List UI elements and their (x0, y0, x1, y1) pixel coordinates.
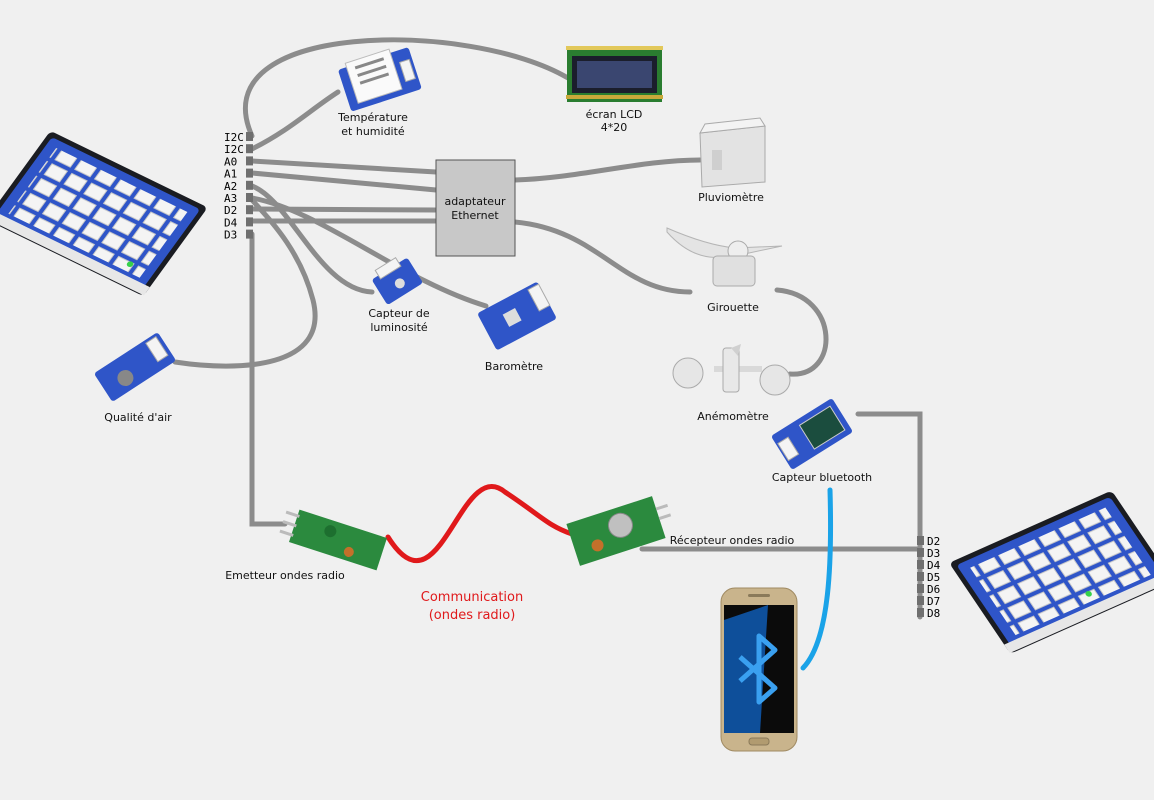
temp-humidity-sensor (338, 47, 422, 111)
left-pin-label-terminal-1 (246, 144, 253, 154)
right-pin-label-terminal-4 (917, 584, 924, 593)
left-base-shield (0, 132, 206, 296)
wire-a0-ethernet (249, 158, 439, 175)
right-pin-label-terminal-3 (917, 572, 924, 581)
light-sensor (372, 256, 423, 305)
right-base-shield (951, 492, 1154, 653)
barometer-label: Baromètre (485, 360, 543, 373)
communication-label-1: Communication (421, 590, 523, 605)
lcd-screen (566, 46, 663, 102)
left-pin-label-5: A3 (224, 192, 237, 205)
left-pin-label-7: D4 (224, 216, 238, 229)
bluetooth-label: Capteur bluetooth (772, 471, 872, 484)
radio-receiver (566, 496, 672, 566)
wire-temp-humidity (249, 89, 341, 152)
wind-vane-label: Girouette (707, 301, 759, 314)
wire-air-quality (172, 197, 318, 369)
left-pin-label-1: I2C (224, 143, 244, 156)
wire-barometer (249, 195, 489, 309)
right-pin-label-5: D7 (927, 595, 940, 608)
left-pin-label-terminal-7 (246, 217, 253, 227)
left-pin-label-terminal-4 (246, 180, 253, 190)
right-pin-label-terminal-0 (917, 536, 924, 545)
rain-gauge-label: Pluviomètre (698, 191, 764, 204)
bluetooth-link (800, 487, 834, 671)
wire-vane-anemometer (774, 287, 829, 377)
left-pin-label-2: A0 (224, 155, 237, 168)
bluetooth-icon (738, 633, 778, 705)
left-pin-label-6: D2 (224, 204, 237, 217)
wire-light (249, 183, 375, 295)
ethernet-adapter: adaptateur Ethernet (435, 159, 516, 257)
right-pin-label-4: D6 (927, 583, 940, 596)
wind-vane (666, 227, 783, 287)
anemometer (672, 344, 791, 396)
wire-a1-ethernet (249, 170, 439, 193)
communication-label-2: (ondes radio) (429, 608, 516, 623)
light-sensor-label-1: Capteur de (368, 307, 429, 320)
left-pin-label-8: D3 (224, 229, 237, 242)
right-pin-label-3: D5 (927, 571, 940, 584)
left-pin-label-terminal-6 (246, 205, 253, 215)
right-pin-label-terminal-5 (917, 596, 924, 605)
right-pin-label-terminal-1 (917, 548, 924, 557)
bluetooth-module (772, 399, 852, 469)
radio-emitter (279, 509, 388, 571)
radio-link (385, 484, 575, 564)
radio-receiver-label: Récepteur ondes radio (670, 534, 795, 547)
wire-d3-emitter (249, 231, 288, 527)
wire-ethernet-vane (512, 219, 693, 295)
right-pin-label-2: D4 (927, 559, 941, 572)
radio-emitter-label: Emetteur ondes radio (225, 569, 345, 582)
wire-bluetooth (855, 411, 923, 620)
anemometer-label: Anémomètre (697, 410, 769, 423)
lcd-label-1: écran LCD (586, 108, 643, 121)
left-pin-label-0: I2C (224, 131, 244, 144)
left-pin-label-4: A2 (224, 180, 237, 193)
air-quality-label: Qualité d'air (104, 411, 172, 424)
wire-lcd (242, 37, 571, 139)
right-pin-label-terminal-2 (917, 560, 924, 569)
temp-humidity-label-2: et humidité (341, 125, 405, 138)
right-pin-label-1: D3 (927, 547, 940, 560)
right-pin-label-terminal-6 (917, 608, 924, 617)
temp-humidity-label-1: Température (337, 111, 408, 124)
barometer-sensor (478, 282, 556, 350)
left-pin-label-terminal-8 (246, 229, 253, 239)
wires (172, 37, 923, 620)
ethernet-adapter-label-1: adaptateur (444, 195, 506, 208)
left-pin-label-terminal-3 (246, 168, 253, 178)
light-sensor-label-2: luminosité (370, 321, 428, 334)
right-pin-label-6: D8 (927, 607, 940, 620)
right-pin-label-0: D2 (927, 535, 940, 548)
lcd-label-2: 4*20 (601, 121, 628, 134)
left-pin-label-terminal-2 (246, 156, 253, 166)
rain-gauge (699, 117, 766, 188)
left-pin-label-3: A1 (224, 168, 237, 181)
ethernet-adapter-label-2: Ethernet (451, 209, 499, 222)
air-quality-sensor (95, 333, 175, 401)
wire-ethernet-rain (512, 157, 703, 183)
left-pin-label-terminal-5 (246, 193, 253, 202)
left-pin-label-terminal-0 (246, 132, 253, 141)
